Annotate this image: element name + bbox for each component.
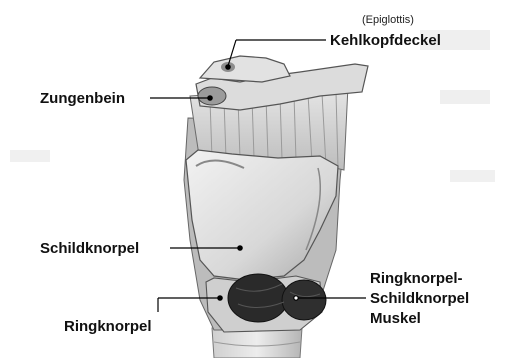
epiglottis <box>200 56 290 82</box>
label-kehlkopfdeckel: Kehlkopfdeckel <box>330 32 441 49</box>
label-muskel-line1: Ringknorpel- <box>370 270 463 287</box>
cricothyroid-muscle-left <box>228 274 288 322</box>
label-schildknorpel: Schildknorpel <box>40 240 139 257</box>
label-muskel-line2: Schildknorpel <box>370 290 469 307</box>
label-muskel-line3: Muskel <box>370 310 421 327</box>
label-zungenbein: Zungenbein <box>40 90 125 107</box>
epiglottis-note: (Epiglottis) <box>362 14 414 26</box>
cricothyroid-muscle-right <box>282 280 326 320</box>
label-ringknorpel: Ringknorpel <box>64 318 152 335</box>
